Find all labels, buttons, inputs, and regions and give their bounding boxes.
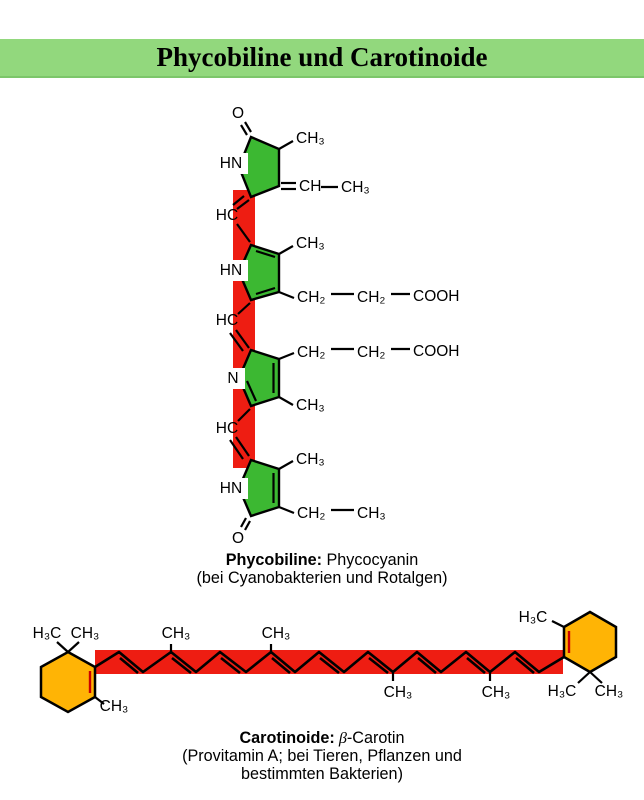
- ring-a-substituent-bonds: [278, 140, 338, 191]
- imino-label-ring-a: HN: [220, 155, 242, 172]
- carbonyl-d-double-bond: [240, 517, 251, 531]
- ionone-ring-left: [39, 650, 97, 714]
- carotene-caption-bold: Carotinoide:: [239, 729, 335, 747]
- title-banner: Phycobiline und Carotinoide: [0, 39, 644, 78]
- ring-double-bonds: [245, 249, 276, 503]
- methyl-label-ring-b: CH₃: [296, 235, 325, 252]
- ring-left-methyl-bonds: [56, 641, 105, 705]
- carotene-caption-line3: bestimmten Bakterien): [241, 765, 403, 783]
- phycocyanin-caption-line2: (bei Cyanobakterien und Rotalgen): [196, 569, 448, 587]
- carboxyl-label-b: COOH: [413, 288, 460, 305]
- page-title: Phycobiline und Carotinoide: [156, 42, 488, 72]
- methyl-label-ethyl-d: CH₃: [357, 505, 386, 522]
- chain-methyl-bonds: [169, 644, 492, 681]
- methylene-label-c1: CH₂: [297, 344, 325, 361]
- ring-c-substituent-bonds: [278, 347, 410, 406]
- phycocyanin-structure: O CH₃ HN CH CH₃ HC CH₃ HN CH₂ CH₂ COOH H…: [214, 105, 460, 547]
- methine-bridge-3: [229, 408, 251, 460]
- ring-b-substituent-bonds: [278, 245, 410, 300]
- vinyl-ch-label: CH: [299, 178, 321, 195]
- aza-label-ring-c: N: [227, 370, 238, 387]
- methylene-label-c2: CH₂: [357, 344, 385, 361]
- methyl-label-right-gem2: CH₃: [595, 683, 624, 700]
- methyl-label-chain-up1: CH₃: [162, 625, 191, 642]
- methyl-label-left-gem2: CH₃: [71, 625, 100, 642]
- carotene-caption-line2: (Provitamin A; bei Tieren, Pflanzen und: [182, 747, 462, 765]
- ionone-ring-right: [562, 610, 618, 674]
- methine-bridge-1: [232, 195, 251, 243]
- polyene-double-bonds: [119, 656, 535, 675]
- phycocyanin-caption: Phycobiline: Phycocyanin (bei Cyanobakte…: [0, 551, 644, 587]
- polyene-chain: [94, 650, 565, 674]
- phycocyanin-caption-bold: Phycobiline:: [225, 551, 322, 569]
- carotene-caption-line1: Carotinoide: β-Carotin: [0, 729, 644, 747]
- methyl-label-chain-up2: CH₃: [262, 625, 291, 642]
- carotene-caption: Carotinoide: β-Carotin (Provitamin A; be…: [0, 729, 644, 783]
- oxygen-label-ring-a: O: [232, 105, 244, 122]
- methyl-label-ring-a: CH₃: [296, 130, 325, 147]
- methylene-label-b1: CH₂: [297, 289, 325, 306]
- methyl-label-right-top: H₃C: [519, 609, 548, 626]
- methylene-label-b2: CH₂: [357, 289, 385, 306]
- phycocyanin-caption-line1: Phycobiline: Phycocyanin: [0, 551, 644, 569]
- oxygen-label-ring-d: O: [232, 530, 244, 547]
- methyl-label-ring-c: CH₃: [296, 397, 325, 414]
- methine-label-1: HC: [216, 207, 238, 224]
- methyl-label-left-gem1: H₃C: [33, 625, 62, 642]
- methyl-label-right-gem1: H₃C: [548, 683, 577, 700]
- phycocyanin-caption-name: Phycocyanin: [321, 551, 419, 569]
- carbonyl-a-double-bond: [240, 121, 252, 136]
- methyl-label-ring-d: CH₃: [296, 451, 325, 468]
- methyl-label-ethylidene: CH₃: [341, 179, 370, 196]
- methine-label-2: HC: [216, 312, 238, 329]
- methyl-label-left-bottom: CH₃: [100, 698, 129, 715]
- methyl-label-chain-down1: CH₃: [384, 684, 413, 701]
- methine-bridge-2: [229, 302, 251, 352]
- beta-carotene-structure: H₃C CH₃ CH₃ CH₃ CH₃ CH₃ CH₃ H₃C H₃C CH₃: [33, 609, 624, 715]
- carotene-caption-beta: β: [334, 729, 347, 747]
- carboxyl-label-c: COOH: [413, 343, 460, 360]
- imino-label-ring-d: HN: [220, 480, 242, 497]
- ring-d-substituent-bonds: [278, 460, 354, 515]
- imino-label-ring-b: HN: [220, 262, 242, 279]
- carotene-caption-name: -Carotin: [346, 729, 405, 747]
- methine-label-3: HC: [216, 420, 238, 437]
- ring-right-methyl-bonds: [551, 620, 603, 684]
- methyl-label-chain-down2: CH₃: [482, 684, 511, 701]
- methylene-label-d: CH₂: [297, 505, 325, 522]
